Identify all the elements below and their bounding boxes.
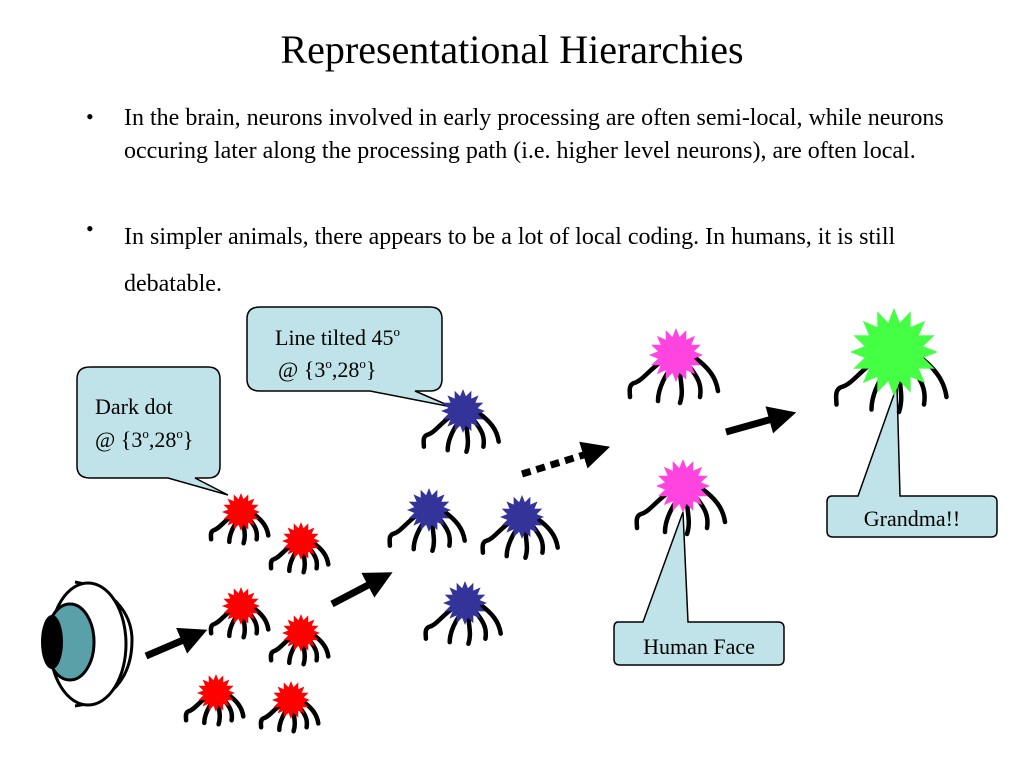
green-neuron-grandma [833,308,949,415]
blue-neuron-1 [421,389,501,455]
neuron-body [282,614,320,652]
red-neuron-6 [258,681,321,734]
neuron-body [441,389,485,433]
bullet-2-text: In simpler animals, there appears to be … [124,224,896,297]
neuron-body [222,587,260,625]
red-neuron-5 [183,674,246,727]
callout-human-face: Human Face [613,511,785,666]
neuron-body [649,328,703,382]
callout-line-tilted-line2: @ {3o,28o} [278,356,376,382]
neuron-body [443,581,487,625]
callout-line-tilted-line1: Line tilted 45o [275,324,400,350]
neuron-body [850,308,938,396]
neuron-body [272,681,310,719]
arrow-pink-to-green [725,406,797,436]
neuron-body [197,674,235,712]
neuron-body [407,488,451,532]
neuron-body [500,495,544,539]
arrow-red-to-blue [330,572,393,608]
bullet-1-marker: • [86,104,94,129]
blue-neuron-3 [480,495,560,561]
red-neuron-3 [208,587,271,640]
blue-neuron-2 [387,488,467,554]
blue-neuron-4 [423,581,503,647]
eye-icon [41,580,134,708]
neuron-body [222,493,260,531]
arrow-blue-to-pink-dashed [520,441,611,478]
neuron-group [183,308,949,734]
bullet-1-text: In the brain, neurons involved in early … [124,105,944,164]
callout-dark-dot-line2: @ {3o,28o} [95,426,193,452]
dendrites [268,632,331,667]
arrow-eye-to-red [144,627,208,660]
eye-pupil [41,615,63,669]
callout-grandma-label: Grandma!! [864,506,961,531]
neuron-body [282,522,320,560]
pink-neuron-1 [627,328,721,406]
neuron-body [656,459,710,513]
red-neuron-2 [268,522,331,575]
callout-line-tilted: Line tilted 45o @ {3o,28o} [246,306,453,408]
callout-grandma: Grandma!! [826,385,998,538]
slide-title: Representational Hierarchies [280,27,744,72]
red-neuron-1 [208,493,271,546]
bullet-2-marker: • [86,216,94,241]
callout-dark-dot: Dark dot @ {3o,28o} [76,366,229,496]
callout-human-face-label: Human Face [643,634,755,659]
pink-neuron-2 [634,459,728,537]
red-neuron-4 [268,614,331,667]
callout-dark-dot-line1: Dark dot [95,394,173,419]
